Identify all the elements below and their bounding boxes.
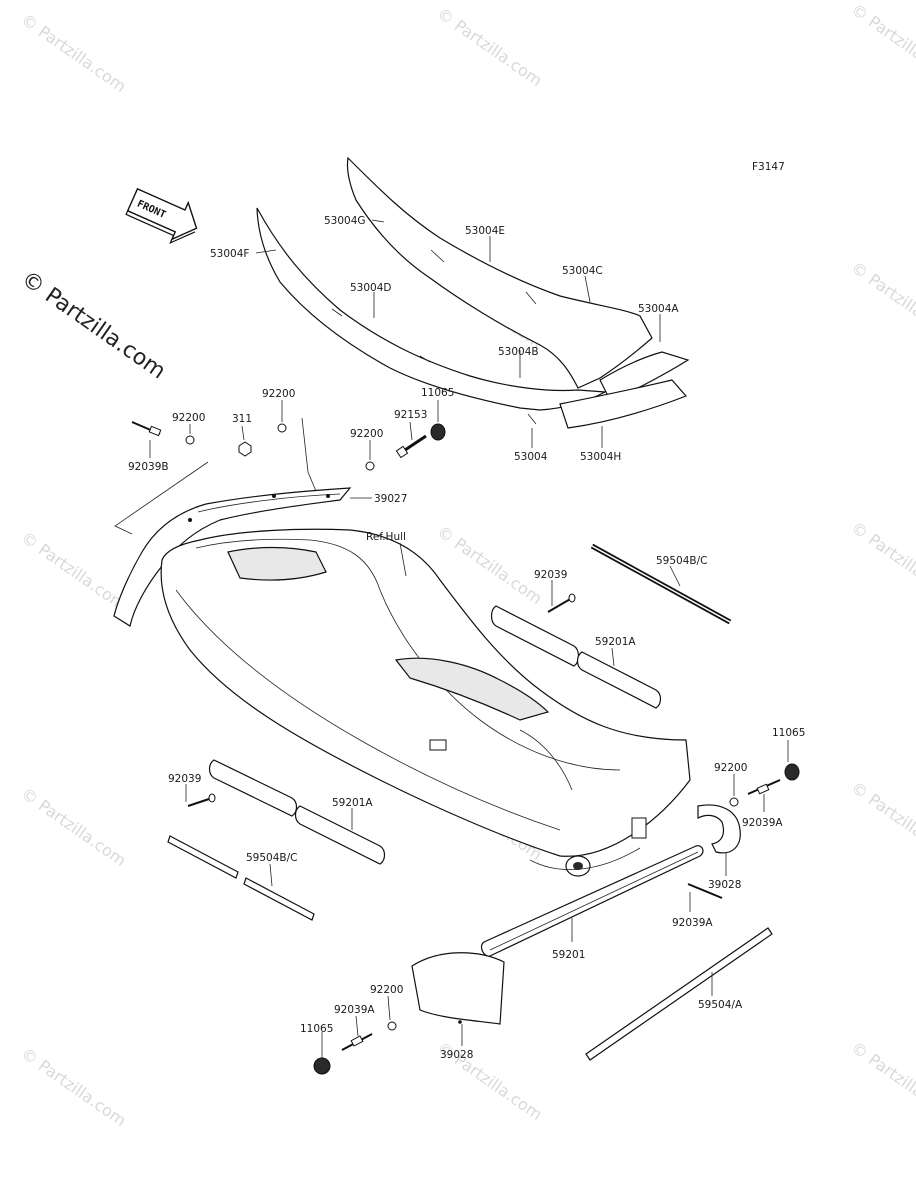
label-59504BC-left: 59504B/C	[246, 852, 297, 864]
watermark: © Partzilla.com	[434, 4, 546, 90]
washer-92200-left	[185, 435, 195, 445]
label-92039-left: 92039	[168, 773, 201, 785]
nut-311	[238, 441, 252, 457]
label-11065-right: 11065	[772, 727, 805, 739]
label-53004G: 53004G	[324, 215, 366, 227]
deck-mat-h	[559, 379, 688, 429]
label-59504BC-right: 59504B/C	[656, 555, 707, 567]
diagram-code: F3147	[752, 161, 785, 173]
watermark: © Partzilla.com	[848, 518, 916, 604]
label-59201A-left: 59201A	[332, 797, 373, 809]
label-39028-bottom: 39028	[440, 1049, 473, 1061]
label-39028-right: 39028	[708, 879, 741, 891]
pin-92039-left	[187, 793, 216, 807]
hardware-upper: 11065 92153 92200 92200 311 92200 92039B	[114, 387, 454, 535]
label-53004E: 53004E	[465, 225, 505, 237]
label-92039B: 92039B	[128, 461, 169, 473]
top-labels: 53004G 53004E 53004F 53004C 53004D 53004…	[210, 215, 679, 463]
label-92153: 92153	[394, 409, 427, 421]
label-92200-right: 92200	[714, 762, 747, 774]
washer-92200-upper	[277, 423, 287, 433]
watermark-large: © Partzilla.com	[17, 266, 170, 384]
pin-92039A-right-lower	[687, 883, 723, 899]
label-53004D: 53004D	[350, 282, 392, 294]
label-92200-upper: 92200	[262, 388, 295, 400]
washer-92200-right	[729, 797, 739, 807]
label-39027: 39027	[374, 493, 407, 505]
strip-59504BC-right	[590, 543, 732, 625]
label-92039-right: 92039	[534, 569, 567, 581]
tube-59201A-right	[490, 605, 662, 709]
hardware-right-rear: 11065 92200 92039A 39028 92039A	[672, 727, 805, 929]
cap-11065-bottom	[313, 1057, 331, 1075]
watermark: © Partzilla.com	[848, 0, 916, 86]
hull-body	[160, 528, 691, 877]
watermark: © Partzilla.com	[18, 528, 130, 614]
label-92039A-right-lower: 92039A	[672, 917, 713, 929]
label-59201A-right: 59201A	[595, 636, 636, 648]
cap-11065-top	[430, 423, 446, 441]
label-92039A-right: 92039A	[742, 817, 783, 829]
label-11065-bottom: 11065	[300, 1023, 333, 1035]
watermark: © Partzilla.com	[848, 258, 916, 344]
rail-59201	[480, 845, 704, 957]
bolt-92153	[395, 434, 427, 459]
deck-mat-set	[256, 156, 690, 429]
front-arrow-icon: FRONT	[125, 187, 198, 245]
washer-92200-bottom	[387, 1021, 397, 1031]
label-53004B: 53004B	[498, 346, 539, 358]
bumper-39028-right	[697, 804, 741, 854]
label-92200-mid: 92200	[350, 428, 383, 440]
watermark: © Partzilla.com	[848, 1038, 916, 1124]
label-53004C: 53004C	[562, 265, 603, 277]
bumper-39028-bottom	[411, 952, 505, 1025]
rear-cover-39027	[113, 487, 352, 627]
label-53004A: 53004A	[638, 303, 679, 315]
washer-92200-mid	[365, 461, 375, 471]
pin-92039B	[131, 421, 162, 437]
label-59504A: 59504/A	[698, 999, 743, 1011]
label-92200-bottom: 92200	[370, 984, 403, 996]
cap-11065-right	[784, 763, 800, 781]
label-311: 311	[232, 413, 252, 425]
strip-59504BC-left	[167, 835, 315, 921]
pin-92039-right	[547, 593, 576, 613]
hardware-bottom: 92200 92039A 11065 39028	[300, 952, 505, 1075]
strip-59504A	[585, 927, 773, 1061]
tube-59201A-left	[208, 759, 386, 865]
watermark: © Partzilla.com	[18, 10, 130, 96]
watermark: © Partzilla.com	[18, 1044, 130, 1130]
pin-92039A-bottom	[341, 1033, 373, 1051]
label-ref-hull: Ref.Hull	[366, 531, 406, 543]
label-92200-left: 92200	[172, 412, 205, 424]
label-59201: 59201	[552, 949, 585, 961]
label-92039A-bottom: 92039A	[334, 1004, 375, 1016]
watermark: © Partzilla.com	[848, 778, 916, 864]
label-53004: 53004	[514, 451, 548, 463]
label-53004F: 53004F	[210, 248, 249, 260]
watermark: © Partzilla.com	[18, 784, 130, 870]
label-11065-top: 11065	[421, 387, 454, 399]
label-53004H: 53004H	[580, 451, 621, 463]
pin-92039A-right	[747, 779, 781, 795]
deck-mat-right	[346, 156, 653, 389]
